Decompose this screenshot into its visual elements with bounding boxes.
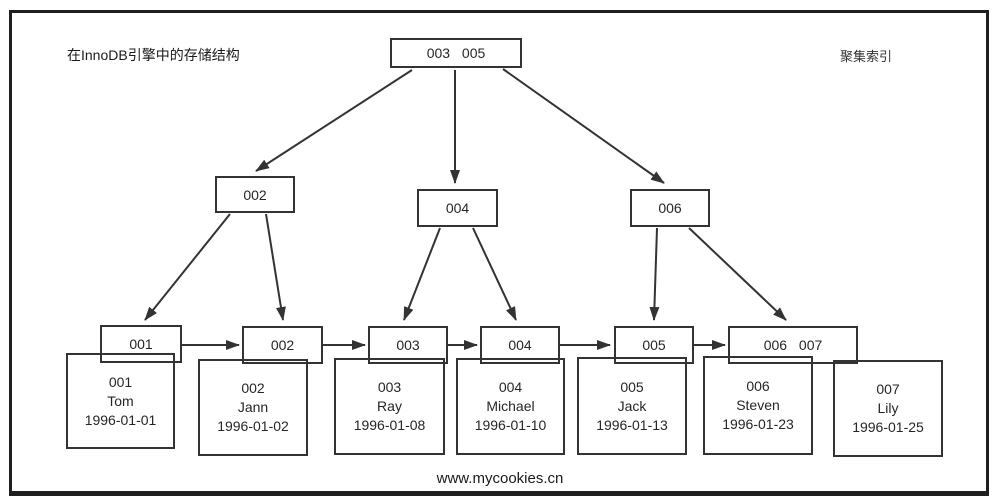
internal-node-label: 002 [243,186,267,203]
record-name: Jack [617,397,647,414]
leaf-node-002: 002 [242,326,323,364]
record-name: Michael [486,398,535,414]
record-id: 006 [746,378,770,394]
record-date: 1996-01-08 [353,417,426,433]
leaf-node-006-007: 006 007 [728,326,858,364]
internal-node-label: 004 [445,200,470,216]
record-date: 1996-01-13 [596,416,668,433]
record-date: 1996-01-25 [852,419,924,435]
leaf-node-005: 005 [614,326,694,364]
leaf-node-001: 001 [100,325,182,363]
leaf-node-label: 003 [396,337,420,353]
record-name: Steven [736,397,780,413]
leaf-node-label: 006 007 [763,337,823,353]
record-id: 004 [498,379,523,395]
watermark-url: www.mycookies.cn [436,470,564,487]
leaf-node-004: 004 [480,326,560,364]
leaf-node-003: 003 [368,326,448,364]
record-box-001: 001 Tom 1996-01-01 [66,353,175,449]
record-id: 001 [108,373,133,390]
record-name: Lily [877,400,899,416]
record-date: 1996-01-01 [84,411,157,428]
record-name: Jann [237,399,269,415]
record-box-007: 007 Lily 1996-01-25 [833,360,943,457]
root-node: 003 005 [390,38,522,68]
root-node-label: 003 005 [426,45,486,61]
record-box-002: 002 Jann 1996-01-02 [198,359,308,456]
record-name: Ray [377,398,402,414]
diagram-border-frame [9,10,989,496]
record-id: 003 [377,379,402,395]
record-date: 1996-01-23 [722,416,794,432]
leaf-node-label: 002 [270,337,295,353]
record-name: Tom [107,392,134,409]
internal-node-label: 006 [658,200,682,216]
record-box-004: 004 Michael 1996-01-10 [456,358,565,455]
diagram-title: 在InnoDB引擎中的存储结构 [67,47,240,63]
internal-node-006: 006 [630,189,710,227]
internal-node-004: 004 [417,189,498,227]
leaf-node-label: 005 [642,337,666,353]
record-box-003: 003 Ray 1996-01-08 [334,358,445,455]
record-id: 007 [876,381,900,397]
clustered-index-label: 聚集索引 [840,49,893,64]
internal-node-002: 002 [215,176,295,213]
record-date: 1996-01-10 [474,417,547,433]
leaf-node-label: 001 [129,336,153,352]
record-box-005: 005 Jack 1996-01-13 [577,357,687,455]
record-box-006: 006 Steven 1996-01-23 [703,356,813,455]
record-id: 002 [241,380,265,396]
record-id: 005 [620,378,644,395]
leaf-node-label: 004 [508,337,532,353]
record-date: 1996-01-02 [217,418,289,434]
